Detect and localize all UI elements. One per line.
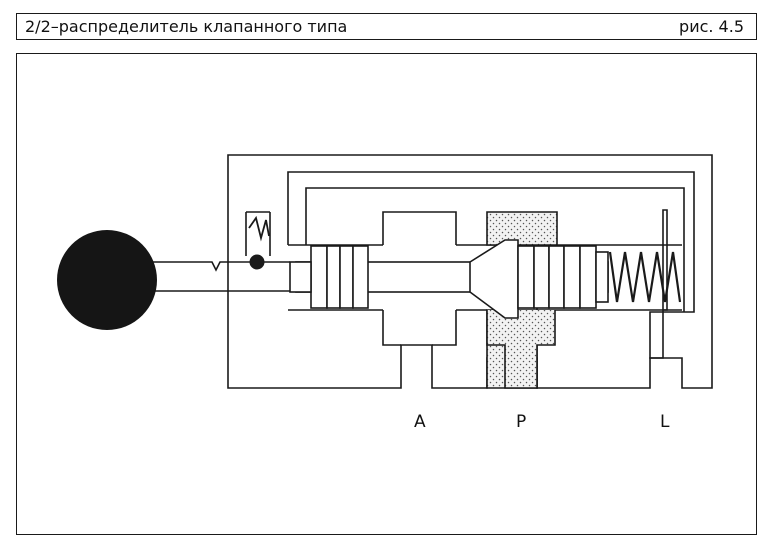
piston-left-land-1 — [310, 245, 328, 309]
piston-left-land-2 — [326, 245, 341, 309]
piston-right-land-4 — [563, 245, 581, 309]
piston-right-land-5 — [579, 245, 597, 309]
detent-housing — [245, 211, 271, 256]
piston-left-land-3 — [339, 245, 354, 309]
return-spring — [608, 251, 682, 303]
piston-right-land-2 — [533, 245, 550, 309]
figure-number: рис. 4.5 — [679, 17, 744, 36]
piston-right-stem — [595, 251, 609, 303]
handle-knob — [57, 230, 157, 330]
handle-rod — [150, 261, 290, 292]
valve-cone — [469, 239, 519, 319]
chamber-p-lower — [486, 310, 556, 389]
port-label-a: A — [414, 412, 426, 432]
piston-right-land-3 — [548, 245, 565, 309]
figure-frame — [16, 53, 757, 535]
piston-left-land-4 — [352, 245, 369, 309]
piston-left-stem — [289, 261, 312, 293]
figure-header: 2/2–распределитель клапанного типа рис. … — [16, 13, 757, 40]
port-label-p: P — [516, 412, 526, 432]
piston-right-land-1 — [517, 245, 535, 309]
detent-spring — [248, 215, 270, 242]
figure-title: 2/2–распределитель клапанного типа — [25, 17, 348, 36]
port-label-l: L — [660, 412, 670, 432]
chamber-a-lower — [382, 310, 457, 346]
chamber-a-upper — [382, 211, 457, 245]
